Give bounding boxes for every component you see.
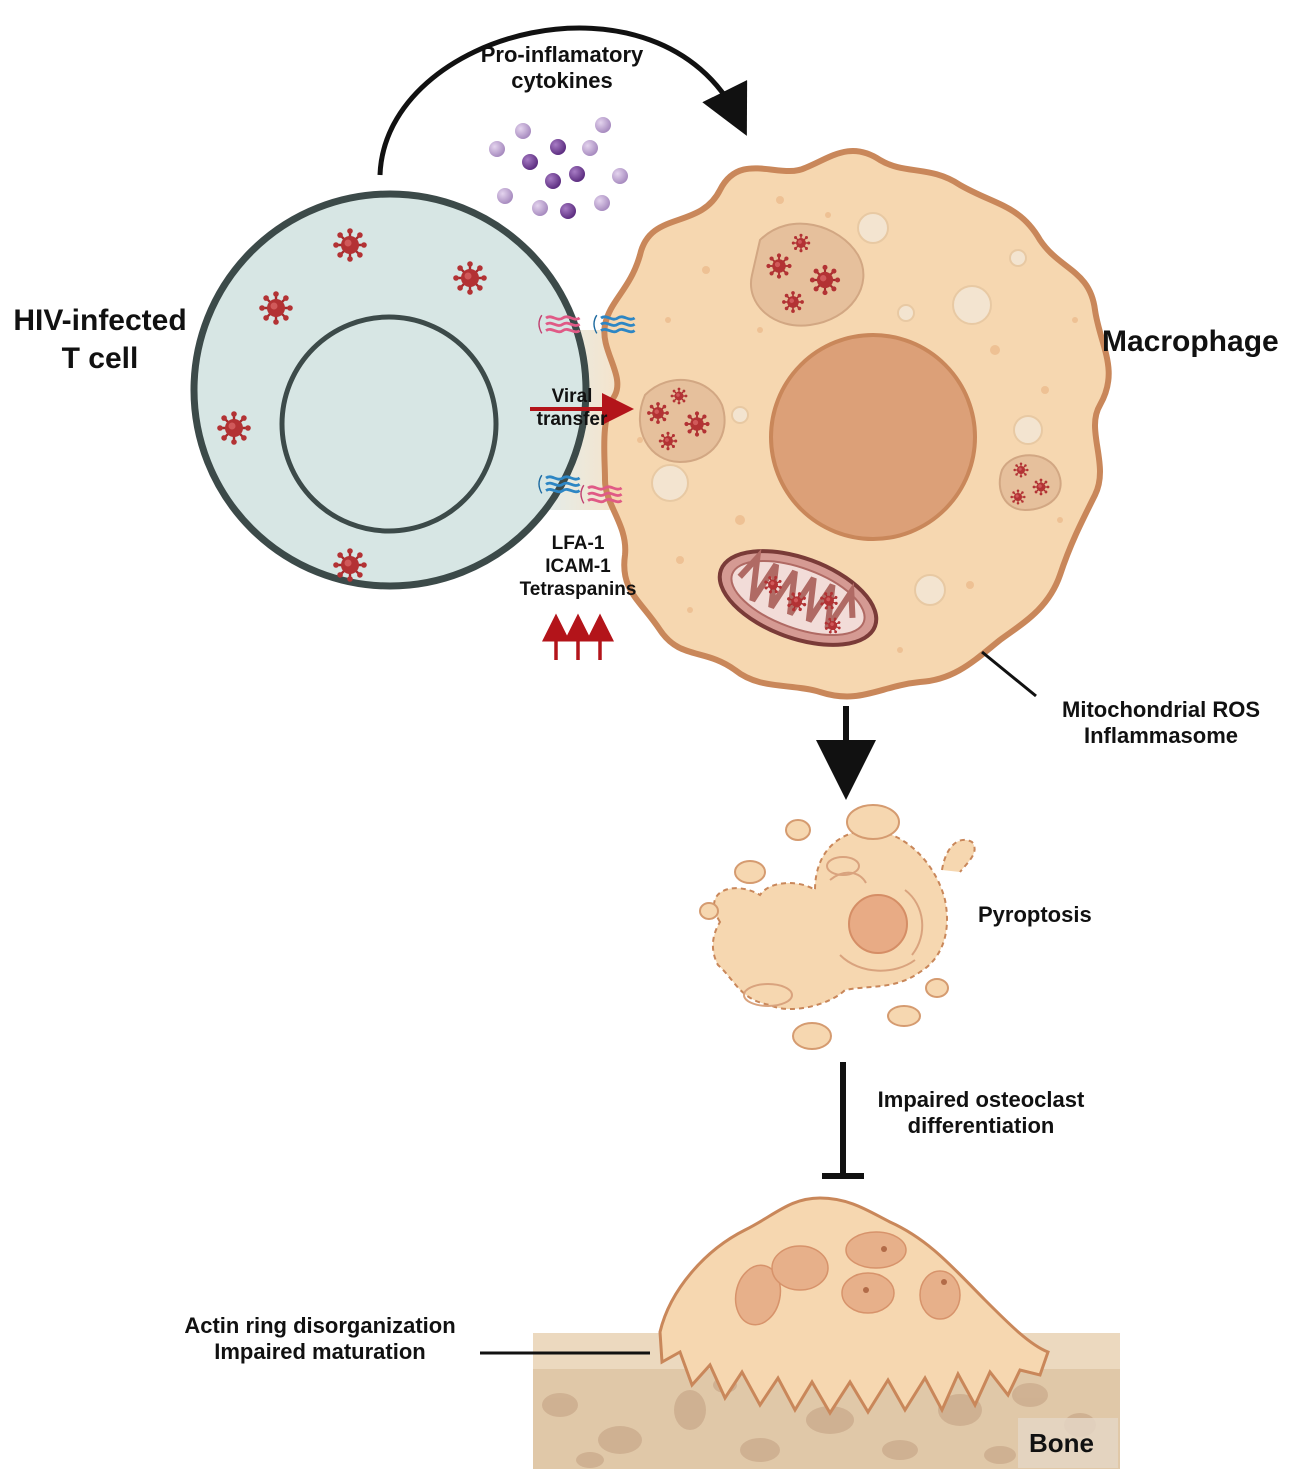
receptor-label-icam1: ICAM-1: [545, 555, 611, 577]
upregulation-arrows: [542, 613, 614, 660]
mito-pointer-line: [981, 650, 1037, 698]
t-cell: [190, 190, 590, 590]
receptor-label-tetraspanins: Tetraspanins: [519, 578, 637, 600]
viral-transfer-label: Viral transfer: [522, 386, 622, 432]
bone-label: Bone: [1029, 1428, 1094, 1458]
pyroptosis-label: Pyroptosis: [978, 902, 1092, 927]
cytokines-label-line2: cytokines: [511, 68, 613, 94]
cytokines-label: Pro-inflamatory cytokines: [452, 42, 672, 95]
macrophage-cell: [601, 148, 1112, 700]
cytokine-particle-icon: [489, 117, 628, 219]
actin-label-line2: Impaired maturation: [214, 1339, 426, 1365]
tcell-label-line1: HIV-infected: [13, 304, 187, 337]
osteoclast-icon: [658, 1196, 1050, 1416]
cytokines-label-line1: Pro-inflamatory: [480, 42, 644, 67]
osteoclast-label-line1: Impaired osteoclast: [877, 1087, 1085, 1112]
mito-label-line1: Mitochondrial ROS: [1062, 697, 1260, 722]
mito-label-line2: Inflammasome: [1083, 723, 1239, 749]
pyroptotic-cell: [712, 828, 976, 1011]
receptor-label-lfa1: LFA-1: [551, 533, 605, 554]
cytokine-arc-arrow: [377, 25, 748, 176]
mitochondrion-icon: [717, 548, 879, 647]
tcell-label-line2: T cell: [61, 341, 139, 375]
macrophage-nucleus: [769, 333, 977, 541]
actin-label-line1: Actin ring disorganization: [184, 1313, 456, 1338]
osteoclast-label: Impaired osteoclast differentiation: [851, 1087, 1111, 1140]
mito-label: Mitochondrial ROS Inflammasome: [1030, 697, 1292, 750]
actin-label: Actin ring disorganization Impaired matu…: [150, 1313, 490, 1366]
receptor-label: LFA-1 ICAM-1 Tetraspanins: [500, 533, 656, 601]
macrophage-label: Macrophage: [1102, 325, 1279, 358]
viral-transfer-line1: Viral: [551, 386, 593, 407]
osteoclast-label-line2: differentiation: [907, 1113, 1055, 1139]
tcell-label: HIV-infected T cell: [0, 302, 200, 377]
viral-transfer-line2: transfer: [536, 408, 608, 430]
